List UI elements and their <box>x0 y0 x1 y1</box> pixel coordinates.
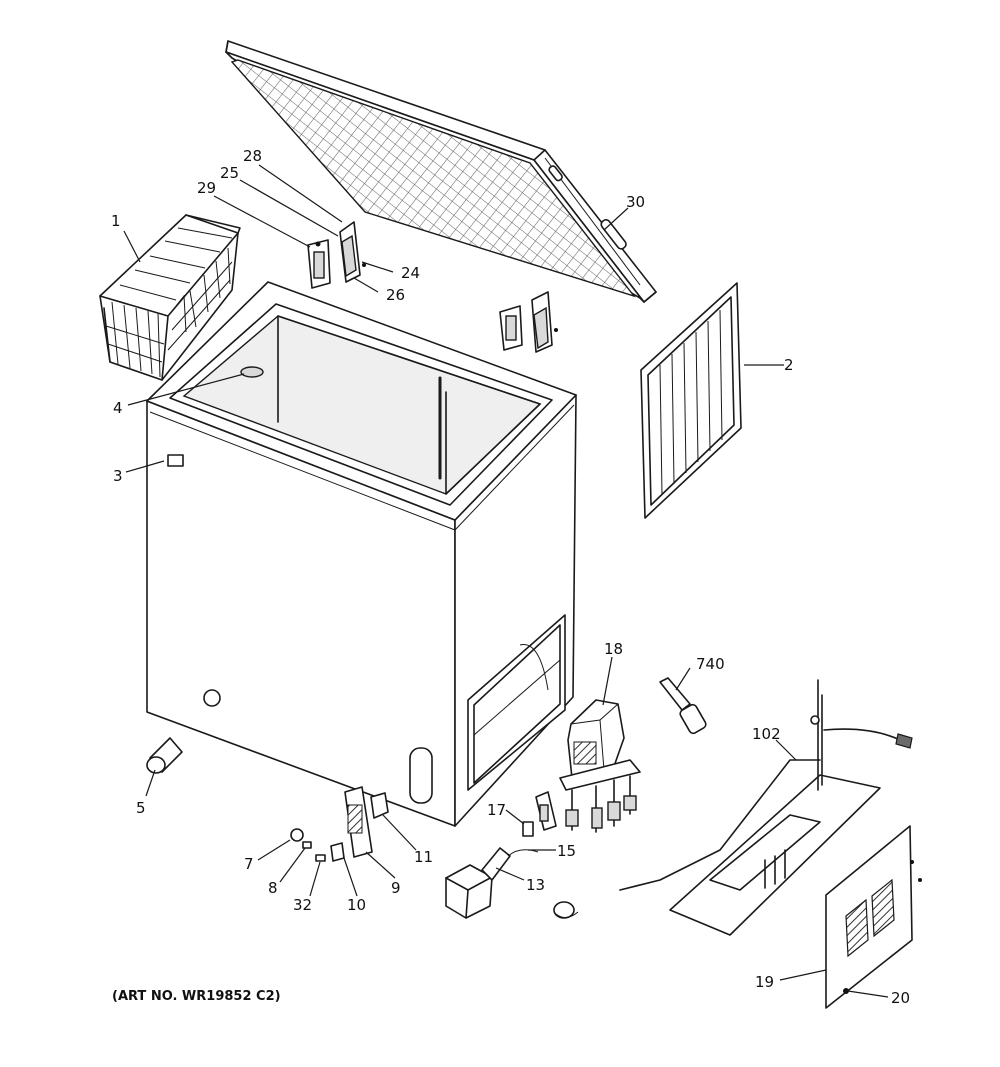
callout-102: 102 <box>752 725 781 743</box>
callout-labels: 1 2 3 4 5 7 8 32 10 9 11 13 15 17 18 19 … <box>111 147 910 1007</box>
callout-740: 740 <box>696 655 725 673</box>
callout-2: 2 <box>784 356 794 374</box>
callout-25: 25 <box>220 164 239 182</box>
callout-17: 17 <box>487 801 506 819</box>
callout-24: 24 <box>401 264 420 282</box>
callout-19: 19 <box>755 973 774 991</box>
drain-cap-part <box>146 737 183 774</box>
callout-10: 10 <box>347 896 366 914</box>
panel-part <box>640 282 742 519</box>
callout-28: 28 <box>243 147 262 165</box>
callout-18: 18 <box>604 640 623 658</box>
control-housing-part <box>330 786 389 862</box>
callout-11: 11 <box>414 848 433 866</box>
callout-4: 4 <box>113 399 123 417</box>
leader-lines <box>123 164 889 998</box>
callout-26: 26 <box>386 286 405 304</box>
part-740 <box>659 677 707 735</box>
grille-part <box>825 825 922 1009</box>
hinge-right-part <box>499 291 558 353</box>
relay-part <box>445 791 557 919</box>
callout-9: 9 <box>391 879 401 897</box>
hinge-left-part <box>307 221 366 289</box>
callout-8: 8 <box>268 879 278 897</box>
callout-13: 13 <box>526 876 545 894</box>
compressor-part <box>559 699 641 833</box>
callout-3: 3 <box>113 467 123 485</box>
art-number-label: (ART NO. WR19852 C2) <box>112 989 281 1004</box>
callout-5: 5 <box>136 799 146 817</box>
callout-1: 1 <box>111 212 121 230</box>
clip-part <box>553 901 579 919</box>
cabinet-part <box>146 281 577 827</box>
base-plate-part <box>619 679 913 936</box>
knob-parts <box>290 828 326 862</box>
callout-20: 20 <box>891 989 910 1007</box>
basket-part <box>99 214 241 381</box>
lid-part <box>225 40 657 303</box>
callout-30: 30 <box>626 193 645 211</box>
callout-29: 29 <box>197 179 216 197</box>
callout-32: 32 <box>293 896 312 914</box>
callout-15: 15 <box>557 842 576 860</box>
callout-7: 7 <box>244 855 254 873</box>
